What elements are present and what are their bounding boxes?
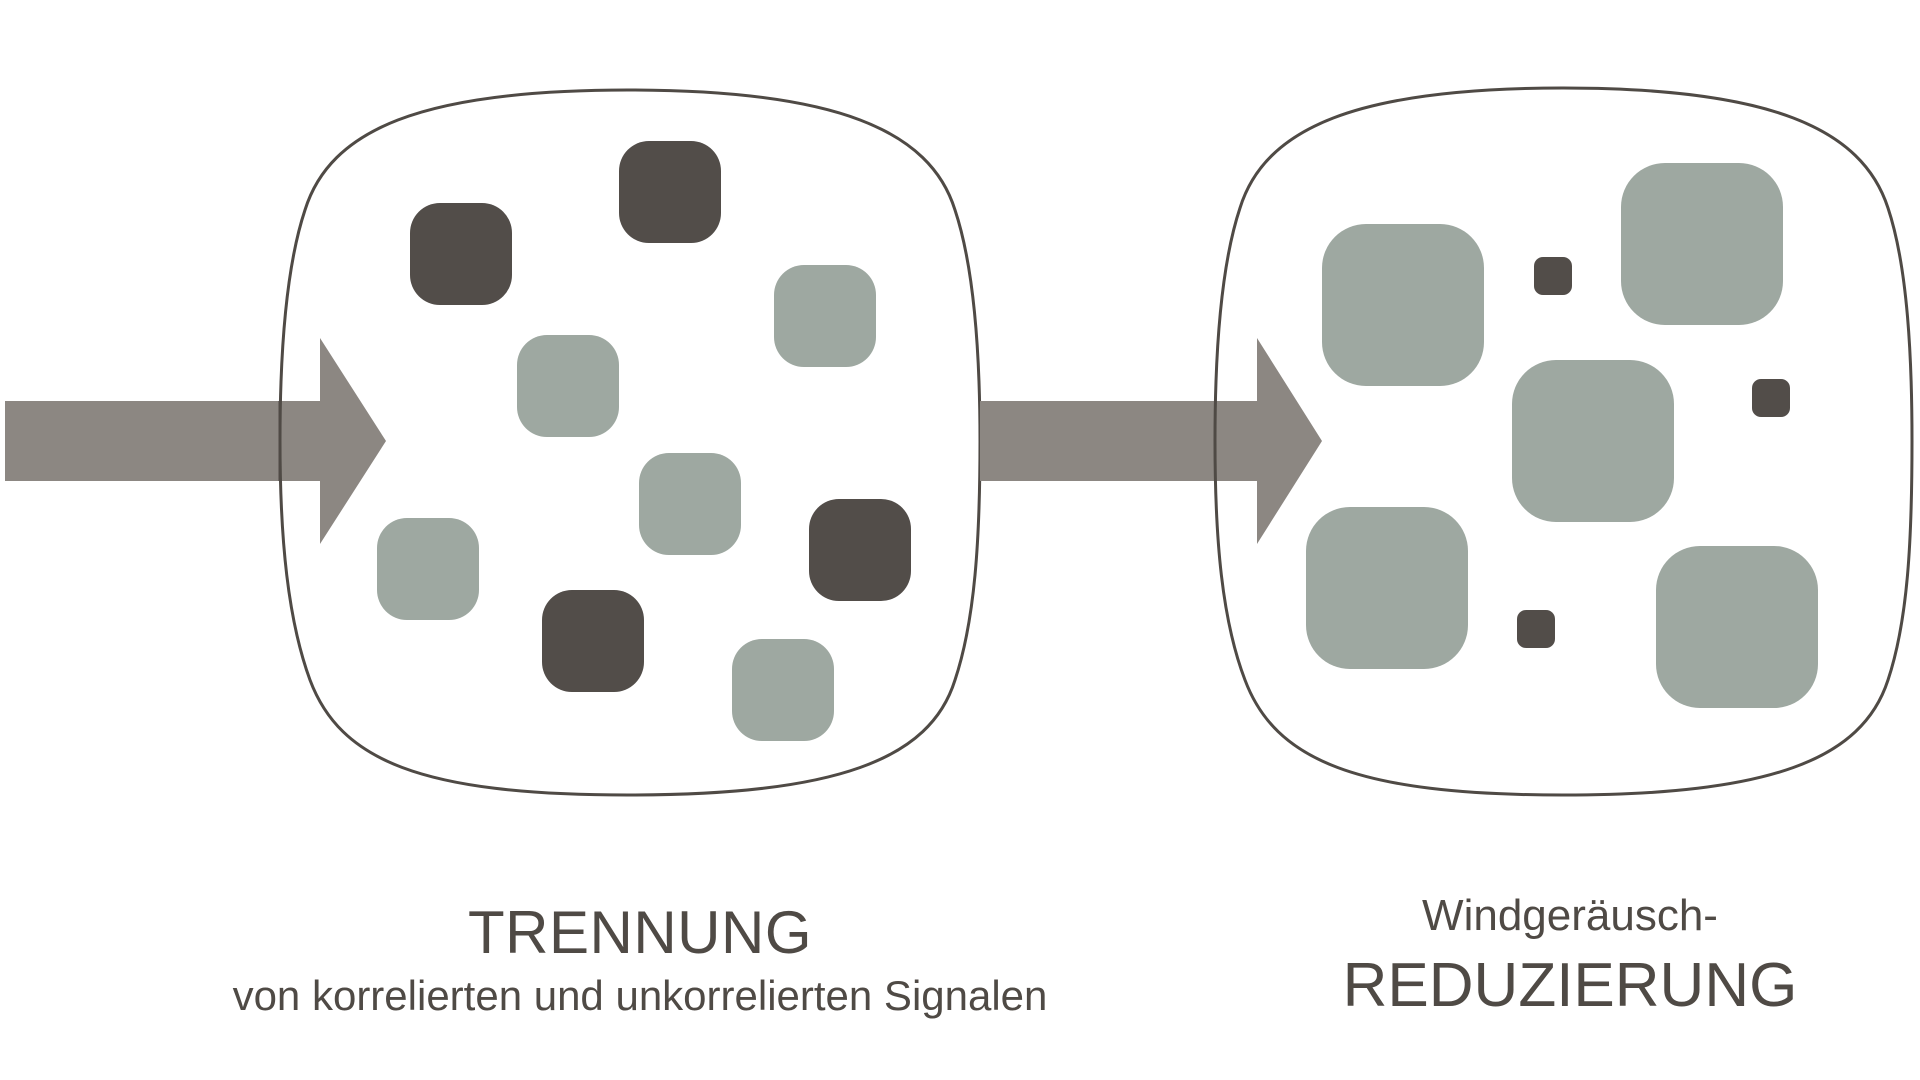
light-signal-square-large xyxy=(1656,546,1818,708)
dark-signal-square xyxy=(410,203,512,305)
dark-signal-square xyxy=(542,590,644,692)
dark-signal-square-small xyxy=(1517,610,1555,648)
dark-signal-square xyxy=(809,499,911,601)
left-signal-squares xyxy=(377,141,911,741)
light-signal-square xyxy=(377,518,479,620)
separation-caption: TRENNUNG von korrelierten und unkorrelie… xyxy=(180,898,1100,1024)
dark-signal-square-small xyxy=(1752,379,1790,417)
right-signal-squares xyxy=(1306,163,1818,708)
input-arrow-icon xyxy=(5,338,386,544)
reduction-caption: Windgeräusch- REDUZIERUNG xyxy=(1280,890,1860,1024)
dark-signal-square xyxy=(619,141,721,243)
transfer-arrow-icon xyxy=(980,338,1322,544)
dark-signal-square-small xyxy=(1534,257,1572,295)
reduction-box xyxy=(1213,86,1914,797)
light-signal-square xyxy=(639,453,741,555)
separation-box xyxy=(278,88,982,797)
light-signal-square-large xyxy=(1512,360,1674,522)
light-signal-square xyxy=(732,639,834,741)
separation-subtitle: von korrelierten und unkorrelierten Sign… xyxy=(232,972,1048,1019)
light-signal-square xyxy=(774,265,876,367)
separation-title: TRENNUNG xyxy=(468,899,812,966)
reduction-prefix: Windgeräusch- xyxy=(1422,891,1718,940)
light-signal-square xyxy=(517,335,619,437)
light-signal-square-large xyxy=(1306,507,1468,669)
reduction-title: REDUZIERUNG xyxy=(1342,951,1798,1020)
light-signal-square-large xyxy=(1322,224,1484,386)
light-signal-square-large xyxy=(1621,163,1783,325)
